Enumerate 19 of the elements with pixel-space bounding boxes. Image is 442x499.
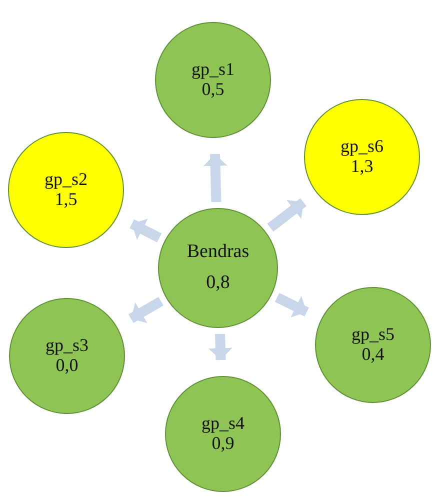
- node-value: 0,0: [56, 356, 78, 376]
- node-value: 1,5: [54, 190, 78, 210]
- node-value: 1,3: [350, 157, 374, 177]
- node-name: gp_s3: [45, 336, 88, 356]
- arrow: [128, 296, 164, 324]
- node-name: gp_s1: [191, 60, 234, 80]
- node-name: gp_s6: [340, 137, 384, 157]
- node-name: gp_s5: [351, 325, 394, 345]
- node-name: gp_s4: [201, 414, 244, 434]
- node-name: gp_s2: [44, 170, 88, 190]
- arrow: [267, 198, 306, 232]
- node-value: 0,8: [206, 273, 230, 294]
- node-value: 0,9: [212, 434, 234, 454]
- arrow: [130, 218, 162, 242]
- node-name: Bendras: [186, 242, 250, 263]
- node-value: 0,5: [202, 80, 224, 100]
- arrow: [203, 154, 228, 202]
- arrow: [208, 334, 232, 360]
- node-value: 0,4: [362, 345, 384, 365]
